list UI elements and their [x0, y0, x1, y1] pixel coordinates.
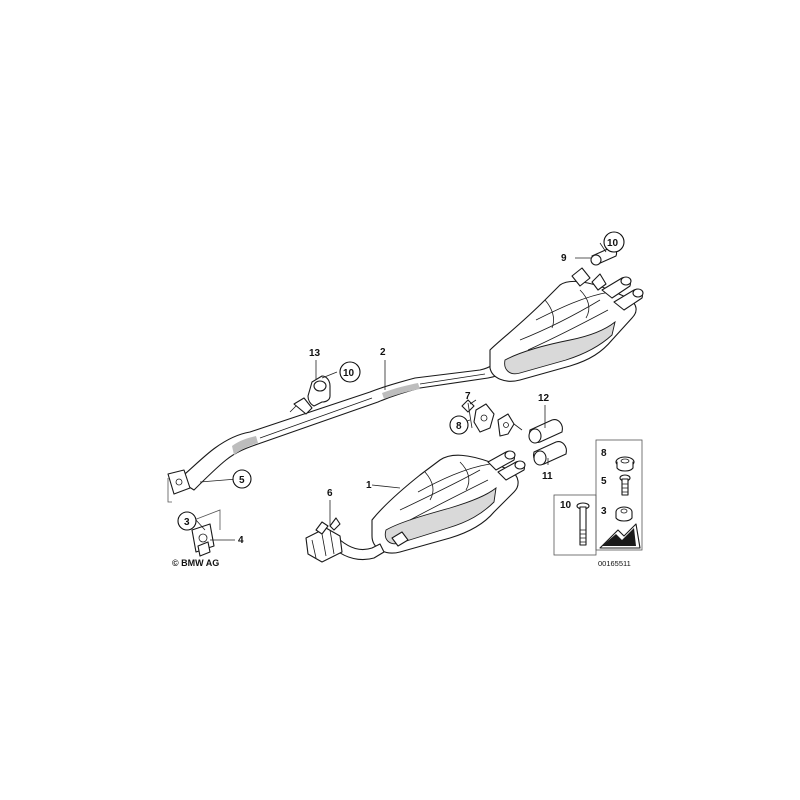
bolt-icon: [576, 502, 590, 546]
kit-box: 8 5 3 10: [553, 439, 643, 556]
diagram-number: 00165511: [598, 559, 631, 568]
grommet-icon: [615, 456, 635, 472]
label-circle-3: [177, 511, 197, 531]
clamp[interactable]: [305, 517, 343, 563]
rubber-mount[interactable]: [307, 375, 331, 407]
label-11: 11: [542, 471, 553, 482]
label-9: 9: [561, 253, 567, 264]
kit-item-3-label: 3: [601, 506, 607, 517]
label-4: 4: [238, 535, 244, 546]
label-circle-10-top: [603, 231, 625, 253]
label-5: 5: [239, 475, 245, 486]
label-3: 3: [184, 517, 190, 528]
kit-item-8-label: 8: [601, 448, 607, 459]
label-10-top: 10: [607, 238, 619, 249]
kit-item-5-label: 5: [601, 476, 607, 487]
label-10-mid: 10: [343, 368, 355, 379]
rear-silencer-lower[interactable]: [317, 450, 526, 561]
label-2: 2: [380, 347, 386, 358]
nut-icon: [615, 506, 633, 522]
rear-silencer-upper[interactable]: [489, 267, 644, 382]
part-labels: 1 2 3 4 5 6 7 8 9 10 10 11 12 13: [177, 231, 625, 546]
label-1: 1: [366, 480, 372, 491]
label-7: 7: [465, 391, 471, 402]
label-8: 8: [456, 421, 462, 432]
label-circle-10-mid: [339, 361, 361, 383]
hanger-bracket[interactable]: [461, 399, 523, 437]
label-circle-8: [449, 415, 469, 435]
tailpipe-trim[interactable]: [528, 246, 618, 466]
label-6: 6: [327, 488, 333, 499]
gasket[interactable]: [191, 523, 215, 557]
label-12: 12: [538, 393, 550, 404]
intermediate-pipe[interactable]: [167, 351, 519, 495]
label-13: 13: [309, 348, 321, 359]
copyright-text: © BMW AG: [172, 558, 219, 568]
kit-item-10-label: 10: [560, 500, 572, 511]
direction-arrow-icon: [599, 523, 641, 549]
kit-box-bolt-frame: [553, 494, 597, 556]
screw-icon: [619, 474, 631, 496]
label-circle-5: [232, 469, 252, 489]
